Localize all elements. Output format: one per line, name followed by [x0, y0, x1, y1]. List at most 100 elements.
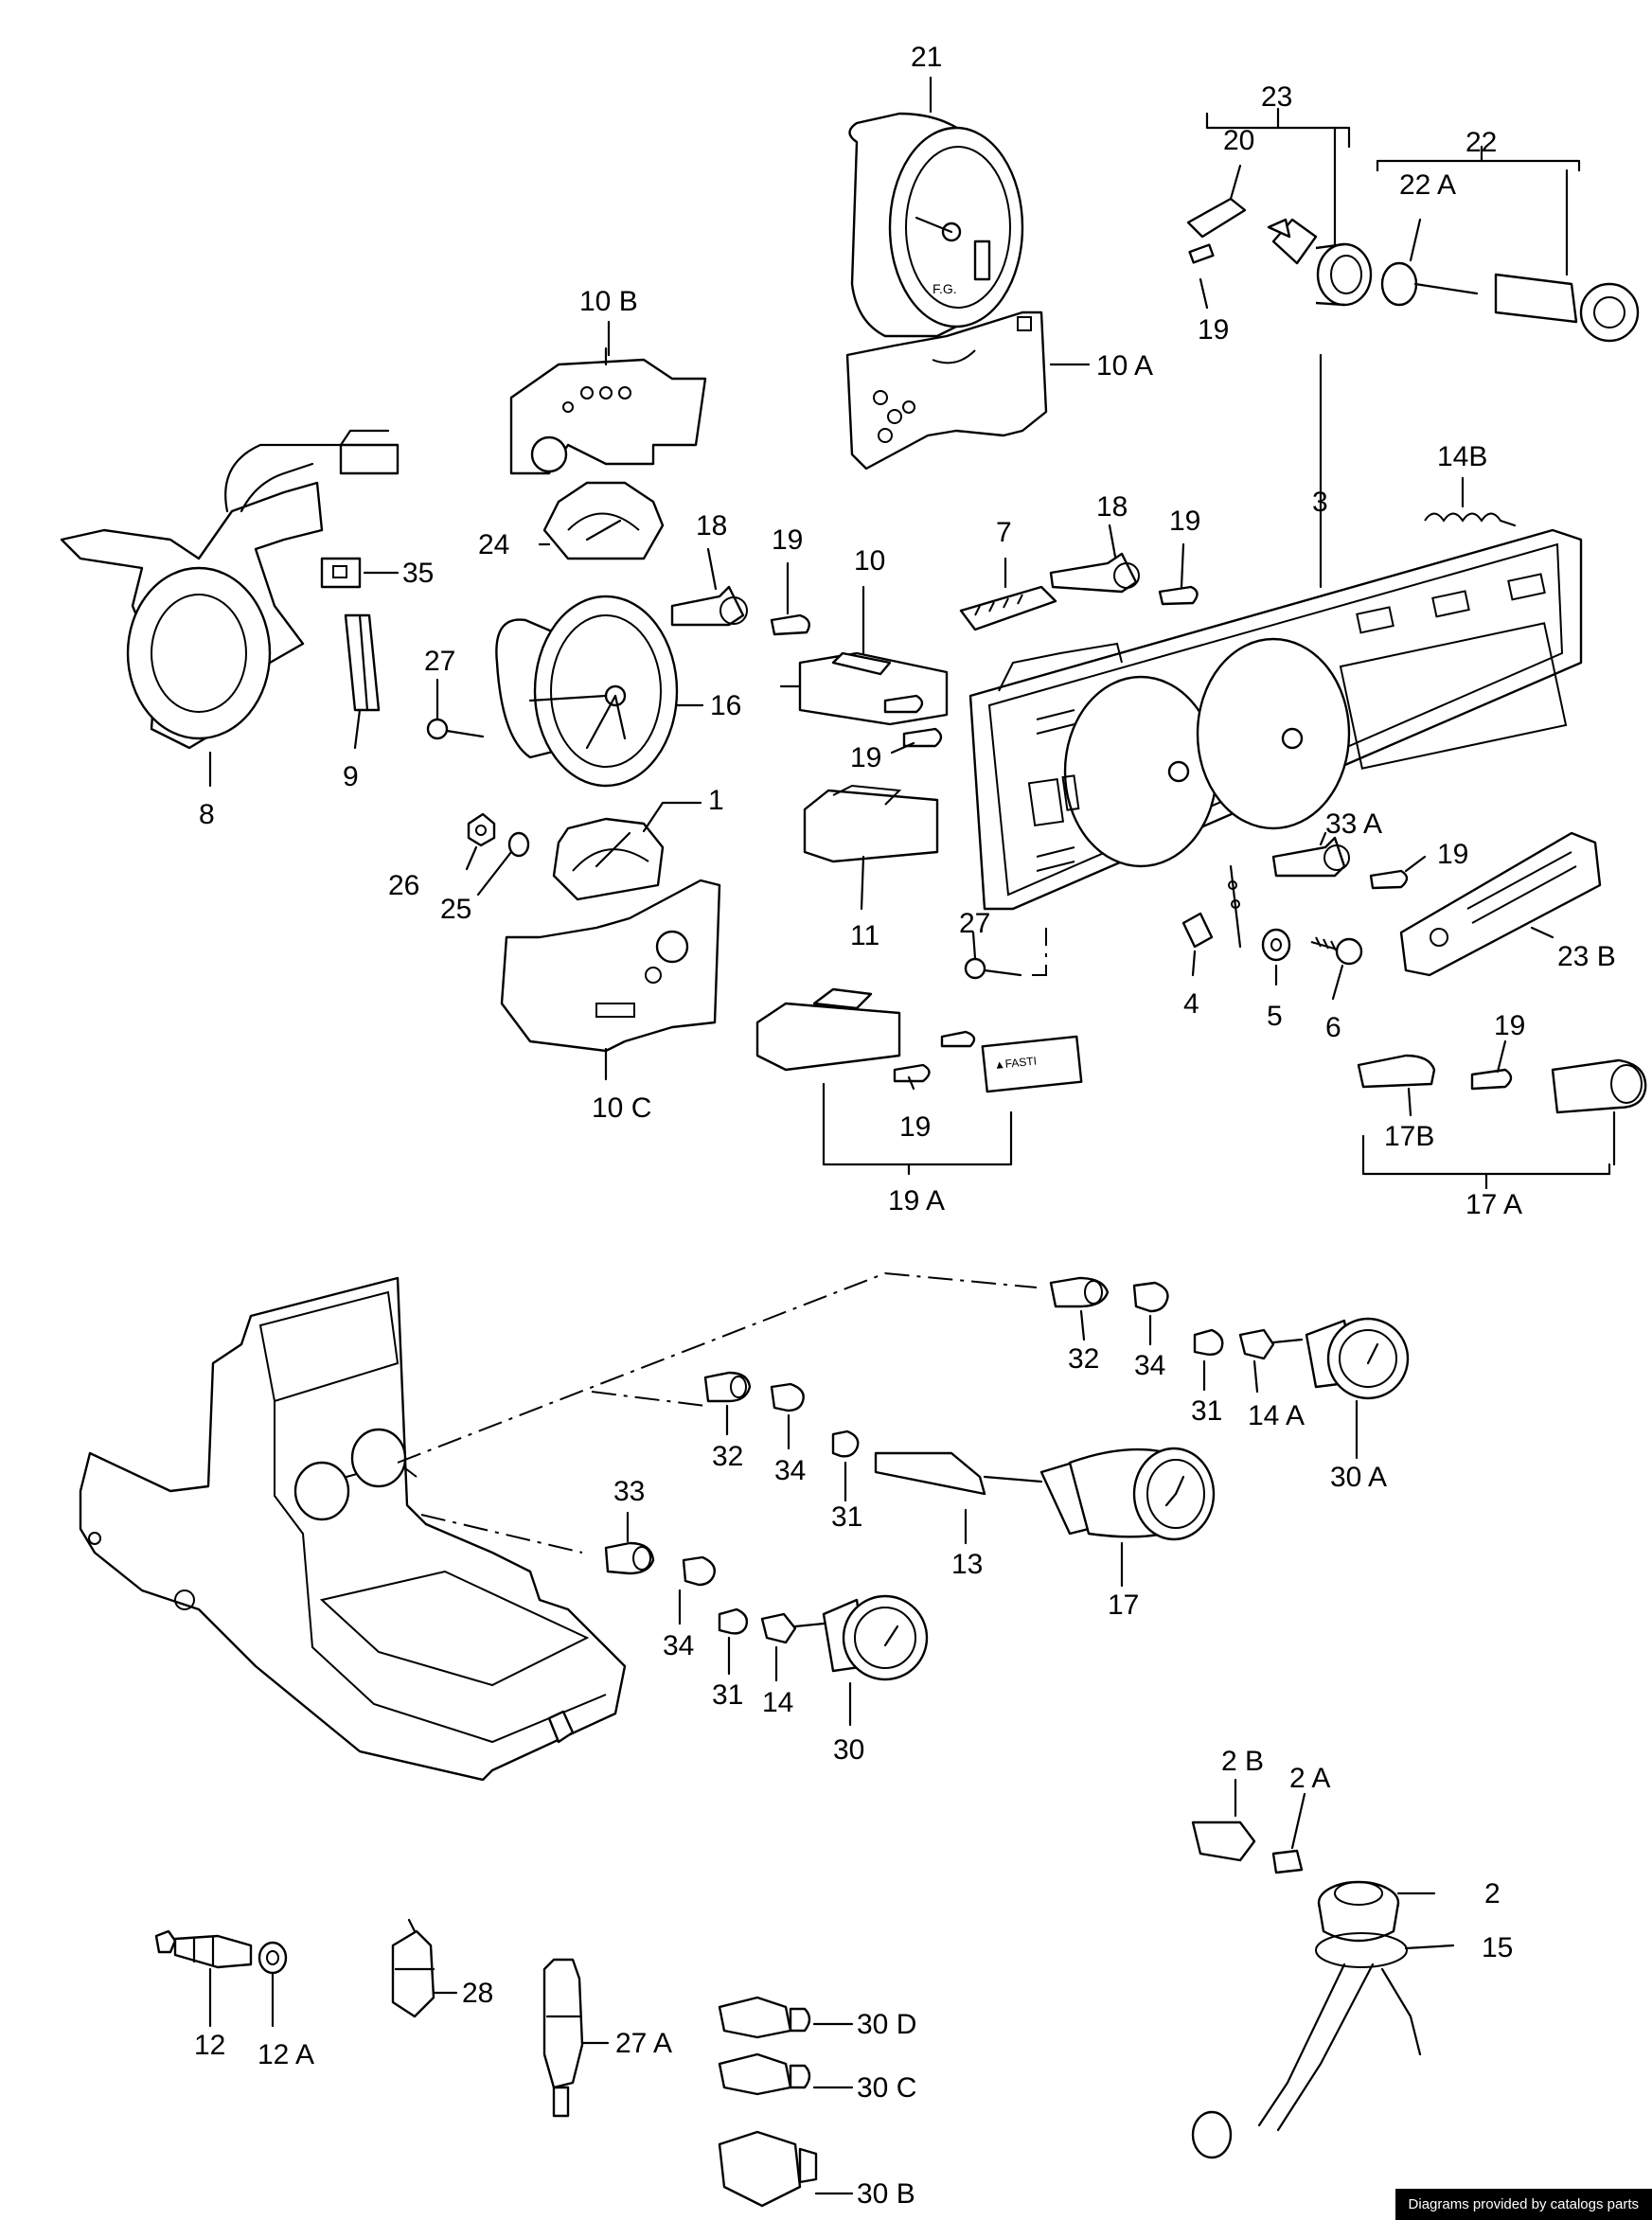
dash-line-console-1	[397, 1271, 1038, 1464]
label-22: 22	[1465, 127, 1497, 158]
instrument-panel-3	[968, 528, 1583, 911]
holder-31-top	[1193, 1328, 1224, 1357]
washer-5	[1261, 928, 1291, 962]
label-27-left: 27	[424, 646, 455, 677]
bulb-holder-14a	[1238, 1328, 1304, 1360]
washer-25	[507, 831, 530, 858]
label-30d: 30 D	[857, 2009, 916, 2040]
bulb-holder-32-top	[1049, 1276, 1110, 1308]
connector-2b	[1191, 1820, 1256, 1862]
holder-31-low	[718, 1607, 749, 1635]
label-18-right: 18	[1096, 491, 1128, 523]
screw-27-right	[964, 928, 1047, 980]
holder-31-mid	[831, 1430, 860, 1458]
label-10b: 10 B	[579, 286, 638, 317]
clip-9	[344, 613, 381, 712]
label-30a: 30 A	[1330, 1462, 1387, 1493]
label-31-low: 31	[712, 1679, 743, 1711]
switch-10	[779, 651, 949, 748]
label-17b: 17B	[1384, 1121, 1434, 1152]
printed-circuit-10a	[845, 311, 1048, 471]
callout-labels: 21 10 A 23 20 19 22 22 A 10 B 3 14B 35 2…	[194, 42, 1616, 2210]
bracket-4	[1181, 864, 1242, 949]
svg-text:F.G.: F.G.	[933, 281, 957, 296]
label-34-low: 34	[663, 1630, 694, 1661]
switch-11	[803, 784, 939, 863]
label-2b: 2 B	[1221, 1746, 1264, 1777]
bulb-19-left	[770, 613, 810, 636]
label-13: 13	[951, 1549, 983, 1580]
label-12: 12	[194, 2030, 225, 2061]
label-17: 17	[1108, 1590, 1139, 1621]
sender-30b	[718, 2130, 818, 2208]
label-26: 26	[388, 870, 419, 901]
label-32-top: 32	[1068, 1343, 1099, 1375]
label-1: 1	[708, 785, 724, 816]
label-3: 3	[1312, 487, 1328, 518]
label-31-mid: 31	[831, 1501, 862, 1533]
label-30c: 30 C	[857, 2072, 916, 2104]
center-console	[79, 1276, 627, 1782]
label-4: 4	[1183, 988, 1199, 1020]
fuel-sender-2	[1317, 1880, 1400, 1943]
label-19-top: 19	[1198, 314, 1229, 346]
bulb-holder-18-right	[1049, 552, 1140, 594]
label-33: 33	[613, 1476, 645, 1507]
credit-banner: Diagrams provided by catalogs parts	[1394, 2189, 1652, 2220]
printed-circuit-8	[60, 429, 400, 750]
label-11: 11	[850, 920, 879, 951]
label-19-switch: 19	[850, 742, 881, 773]
dash-line-console-2	[591, 1391, 706, 1407]
label-10: 10	[854, 545, 885, 577]
switch-19a: ▲FASTI	[755, 987, 1083, 1093]
clock-16	[495, 595, 679, 788]
label-33a: 33 A	[1325, 808, 1382, 840]
label-5: 5	[1267, 1001, 1283, 1032]
sender-28	[391, 1918, 435, 2018]
sender-30c	[718, 2052, 811, 2096]
label-23: 23	[1261, 81, 1292, 113]
label-25: 25	[440, 894, 471, 925]
label-10c: 10 C	[592, 1092, 651, 1124]
bulb-34-top	[1132, 1281, 1169, 1313]
label-18-left: 18	[696, 510, 727, 542]
label-16: 16	[710, 690, 741, 721]
seal-15	[1191, 1932, 1422, 2159]
switch-7	[959, 585, 1057, 631]
label-2a: 2 A	[1289, 1763, 1330, 1794]
label-19-left: 19	[772, 524, 803, 556]
label-9: 9	[343, 761, 359, 792]
screw-6	[1310, 936, 1363, 966]
label-14b: 14B	[1437, 441, 1487, 472]
bulb-holders-17a	[1357, 1054, 1647, 1114]
label-23b: 23 B	[1557, 941, 1616, 972]
label-14a: 14 A	[1248, 1400, 1305, 1431]
heater-panel-23b	[1399, 831, 1602, 977]
lighter-socket-22	[1380, 261, 1640, 343]
label-28: 28	[462, 1978, 493, 2009]
label-24: 24	[478, 529, 509, 560]
connector-35	[320, 557, 362, 589]
printed-circuit-10b	[509, 358, 707, 475]
printed-circuit-10c	[500, 879, 721, 1053]
speedometer-21: F.G.	[848, 112, 1024, 338]
label-19-33a: 19	[1437, 839, 1468, 870]
sender-12	[154, 1929, 253, 1969]
bulb-holder-32-mid	[703, 1371, 752, 1403]
cigarette-lighter-23	[1315, 242, 1373, 307]
label-30b: 30 B	[857, 2178, 915, 2210]
bulb-34-low	[682, 1555, 716, 1587]
dash-line-console-3	[420, 1514, 583, 1554]
gauge-30a	[1305, 1317, 1410, 1400]
label-6: 6	[1325, 1012, 1341, 1043]
gauge-30	[822, 1594, 929, 1681]
washer-12a	[258, 1941, 288, 1975]
leader-lines	[208, 76, 1616, 2195]
label-8: 8	[199, 799, 215, 830]
svg-text:▲FASTI: ▲FASTI	[993, 1055, 1037, 1073]
voltmeter-24	[542, 481, 665, 560]
reflector-13	[874, 1451, 1043, 1496]
clock-17	[1039, 1447, 1216, 1541]
label-17a: 17 A	[1465, 1189, 1522, 1220]
